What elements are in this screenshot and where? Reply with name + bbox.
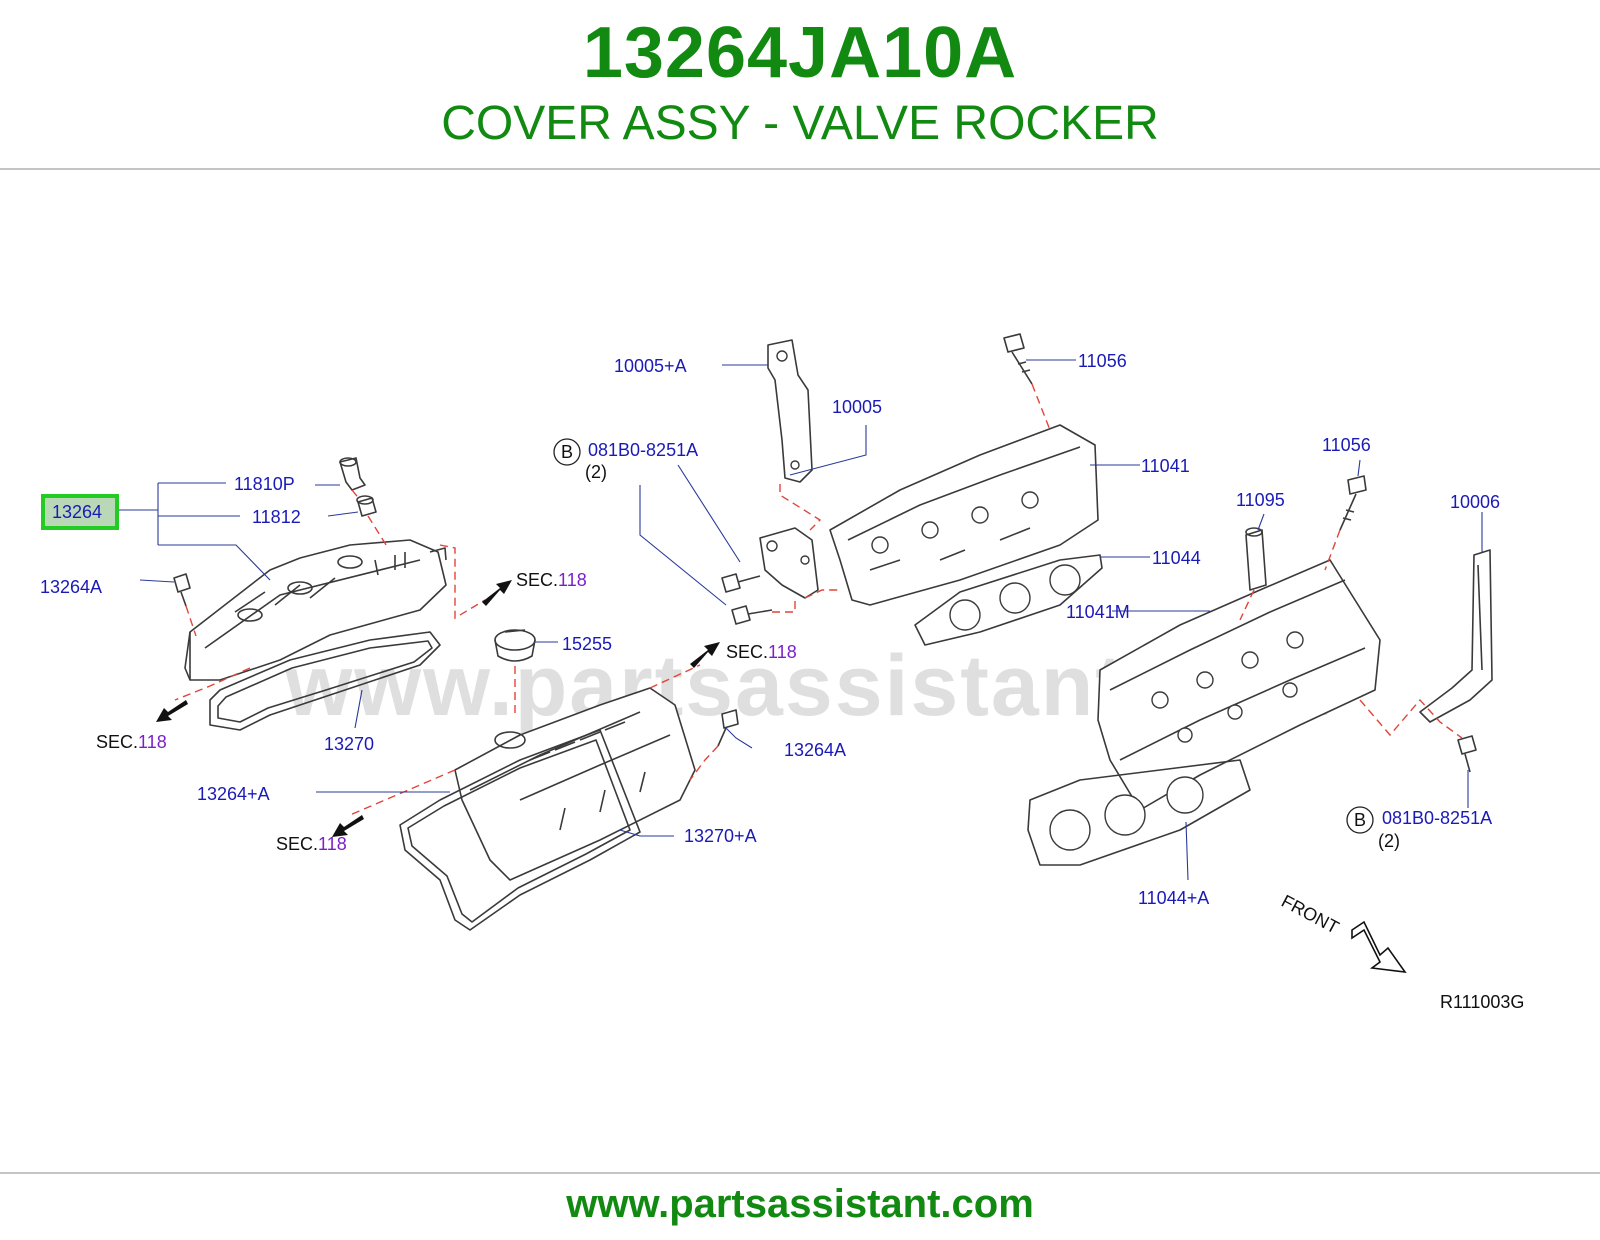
label-15255[interactable]: 15255 (562, 634, 612, 654)
circle-mark-b-right-text: B (1354, 810, 1366, 830)
header-divider (0, 168, 1600, 170)
label-11812[interactable]: 11812 (252, 507, 301, 527)
gasket-13270A[interactable] (399, 729, 641, 931)
qty-top: (2) (585, 462, 607, 482)
sec-ref-1-prefix: SEC. (516, 570, 558, 590)
bolt-11056-top[interactable] (1003, 333, 1033, 385)
circle-mark-b-top-text: B (561, 442, 573, 462)
oil-filler-cap-15255[interactable] (494, 629, 536, 662)
sec-ref-1[interactable]: SEC.118 (516, 570, 587, 590)
sec-ref-2-prefix: SEC. (96, 732, 138, 752)
label-13270A[interactable]: 13270+A (684, 826, 757, 846)
bolts-081B0-8251A-top[interactable] (721, 573, 773, 625)
grommet-11812[interactable] (356, 495, 377, 517)
cylinder-head-11041M[interactable] (1097, 559, 1381, 811)
footer-divider (0, 1172, 1600, 1174)
bolt-081B0-8251A-right[interactable] (1457, 735, 1477, 773)
label-11044[interactable]: 11044 (1152, 548, 1201, 568)
label-13264[interactable]: 13264 (52, 502, 102, 522)
sec-ref-4-num: 118 (318, 834, 347, 854)
label-13264A-mid[interactable]: 13264A (784, 740, 846, 760)
sec-ref-4[interactable]: SEC.118 (276, 834, 347, 854)
label-13264A-left[interactable]: 13264A (40, 577, 102, 597)
bracket-10005A[interactable] (767, 339, 813, 483)
sec-ref-2[interactable]: SEC.118 (96, 732, 167, 752)
front-arrow-icon (1351, 920, 1407, 974)
circle-mark-b-right (1346, 806, 1374, 834)
bolt-13264A-mid[interactable] (717, 709, 739, 747)
sec-ref-3-prefix: SEC. (726, 642, 768, 662)
sec-arrow-3 (690, 642, 720, 668)
dowel-11095[interactable] (1245, 527, 1267, 591)
label-13270[interactable]: 13270 (324, 734, 374, 754)
label-11095[interactable]: 11095 (1236, 490, 1285, 510)
label-081B0-right[interactable]: 081B0-8251A (1382, 808, 1492, 828)
part-name-subtitle: COVER ASSY - VALVE ROCKER (441, 97, 1159, 150)
parts-diagram: www.partsassistant.com (40, 333, 1524, 1012)
sec-ref-3-num: 118 (768, 642, 797, 662)
cylinder-head-11041[interactable] (829, 424, 1099, 606)
label-11044A[interactable]: 11044+A (1138, 888, 1209, 908)
sec-ref-2-num: 118 (138, 732, 167, 752)
label-10005A[interactable]: 10005+A (614, 356, 687, 376)
head-gasket-11044[interactable] (914, 554, 1103, 646)
valve-rocker-cover-left[interactable] (184, 539, 447, 681)
sec-arrow-2 (156, 700, 188, 722)
gasket-13270[interactable] (209, 631, 441, 731)
head-gasket-11044A[interactable] (1027, 759, 1251, 866)
figure-code: R111003G (1440, 992, 1524, 1012)
label-11056-right[interactable]: 11056 (1322, 435, 1371, 455)
sec-ref-1-num: 118 (558, 570, 587, 590)
label-11041M[interactable]: 11041M (1066, 602, 1130, 622)
label-13264A-plus[interactable]: 13264+A (197, 784, 270, 804)
label-081B0-top[interactable]: 081B0-8251A (588, 440, 698, 460)
bracket-10005[interactable] (759, 527, 819, 599)
front-label: FRONT (1278, 891, 1342, 938)
pcv-valve-11810P[interactable] (339, 457, 366, 491)
qty-right: (2) (1378, 831, 1400, 851)
valve-rocker-cover-right[interactable] (454, 687, 696, 881)
bolt-13264A-left[interactable] (173, 573, 191, 607)
bolt-11056-right[interactable] (1339, 475, 1367, 531)
footer-url-link[interactable]: www.partsassistant.com (566, 1182, 1034, 1226)
label-10006[interactable]: 10006 (1450, 492, 1500, 512)
sec-ref-3[interactable]: SEC.118 (726, 642, 797, 662)
label-11056-top[interactable]: 11056 (1078, 351, 1127, 371)
page-header: 13264JA10A COVER ASSY - VALVE ROCKER (0, 0, 1600, 168)
sec-arrow-4 (332, 815, 364, 837)
part-number-title: 13264JA10A (582, 13, 1018, 93)
highlight-box-13264 (41, 494, 119, 530)
label-11810P[interactable]: 11810P (234, 474, 295, 494)
sec-ref-4-prefix: SEC. (276, 834, 318, 854)
label-11041[interactable]: 11041 (1141, 456, 1190, 476)
bracket-10006[interactable] (1419, 549, 1493, 723)
sec-arrow-1 (482, 580, 512, 606)
label-10005[interactable]: 10005 (832, 397, 882, 417)
circle-mark-b-top (553, 438, 581, 466)
